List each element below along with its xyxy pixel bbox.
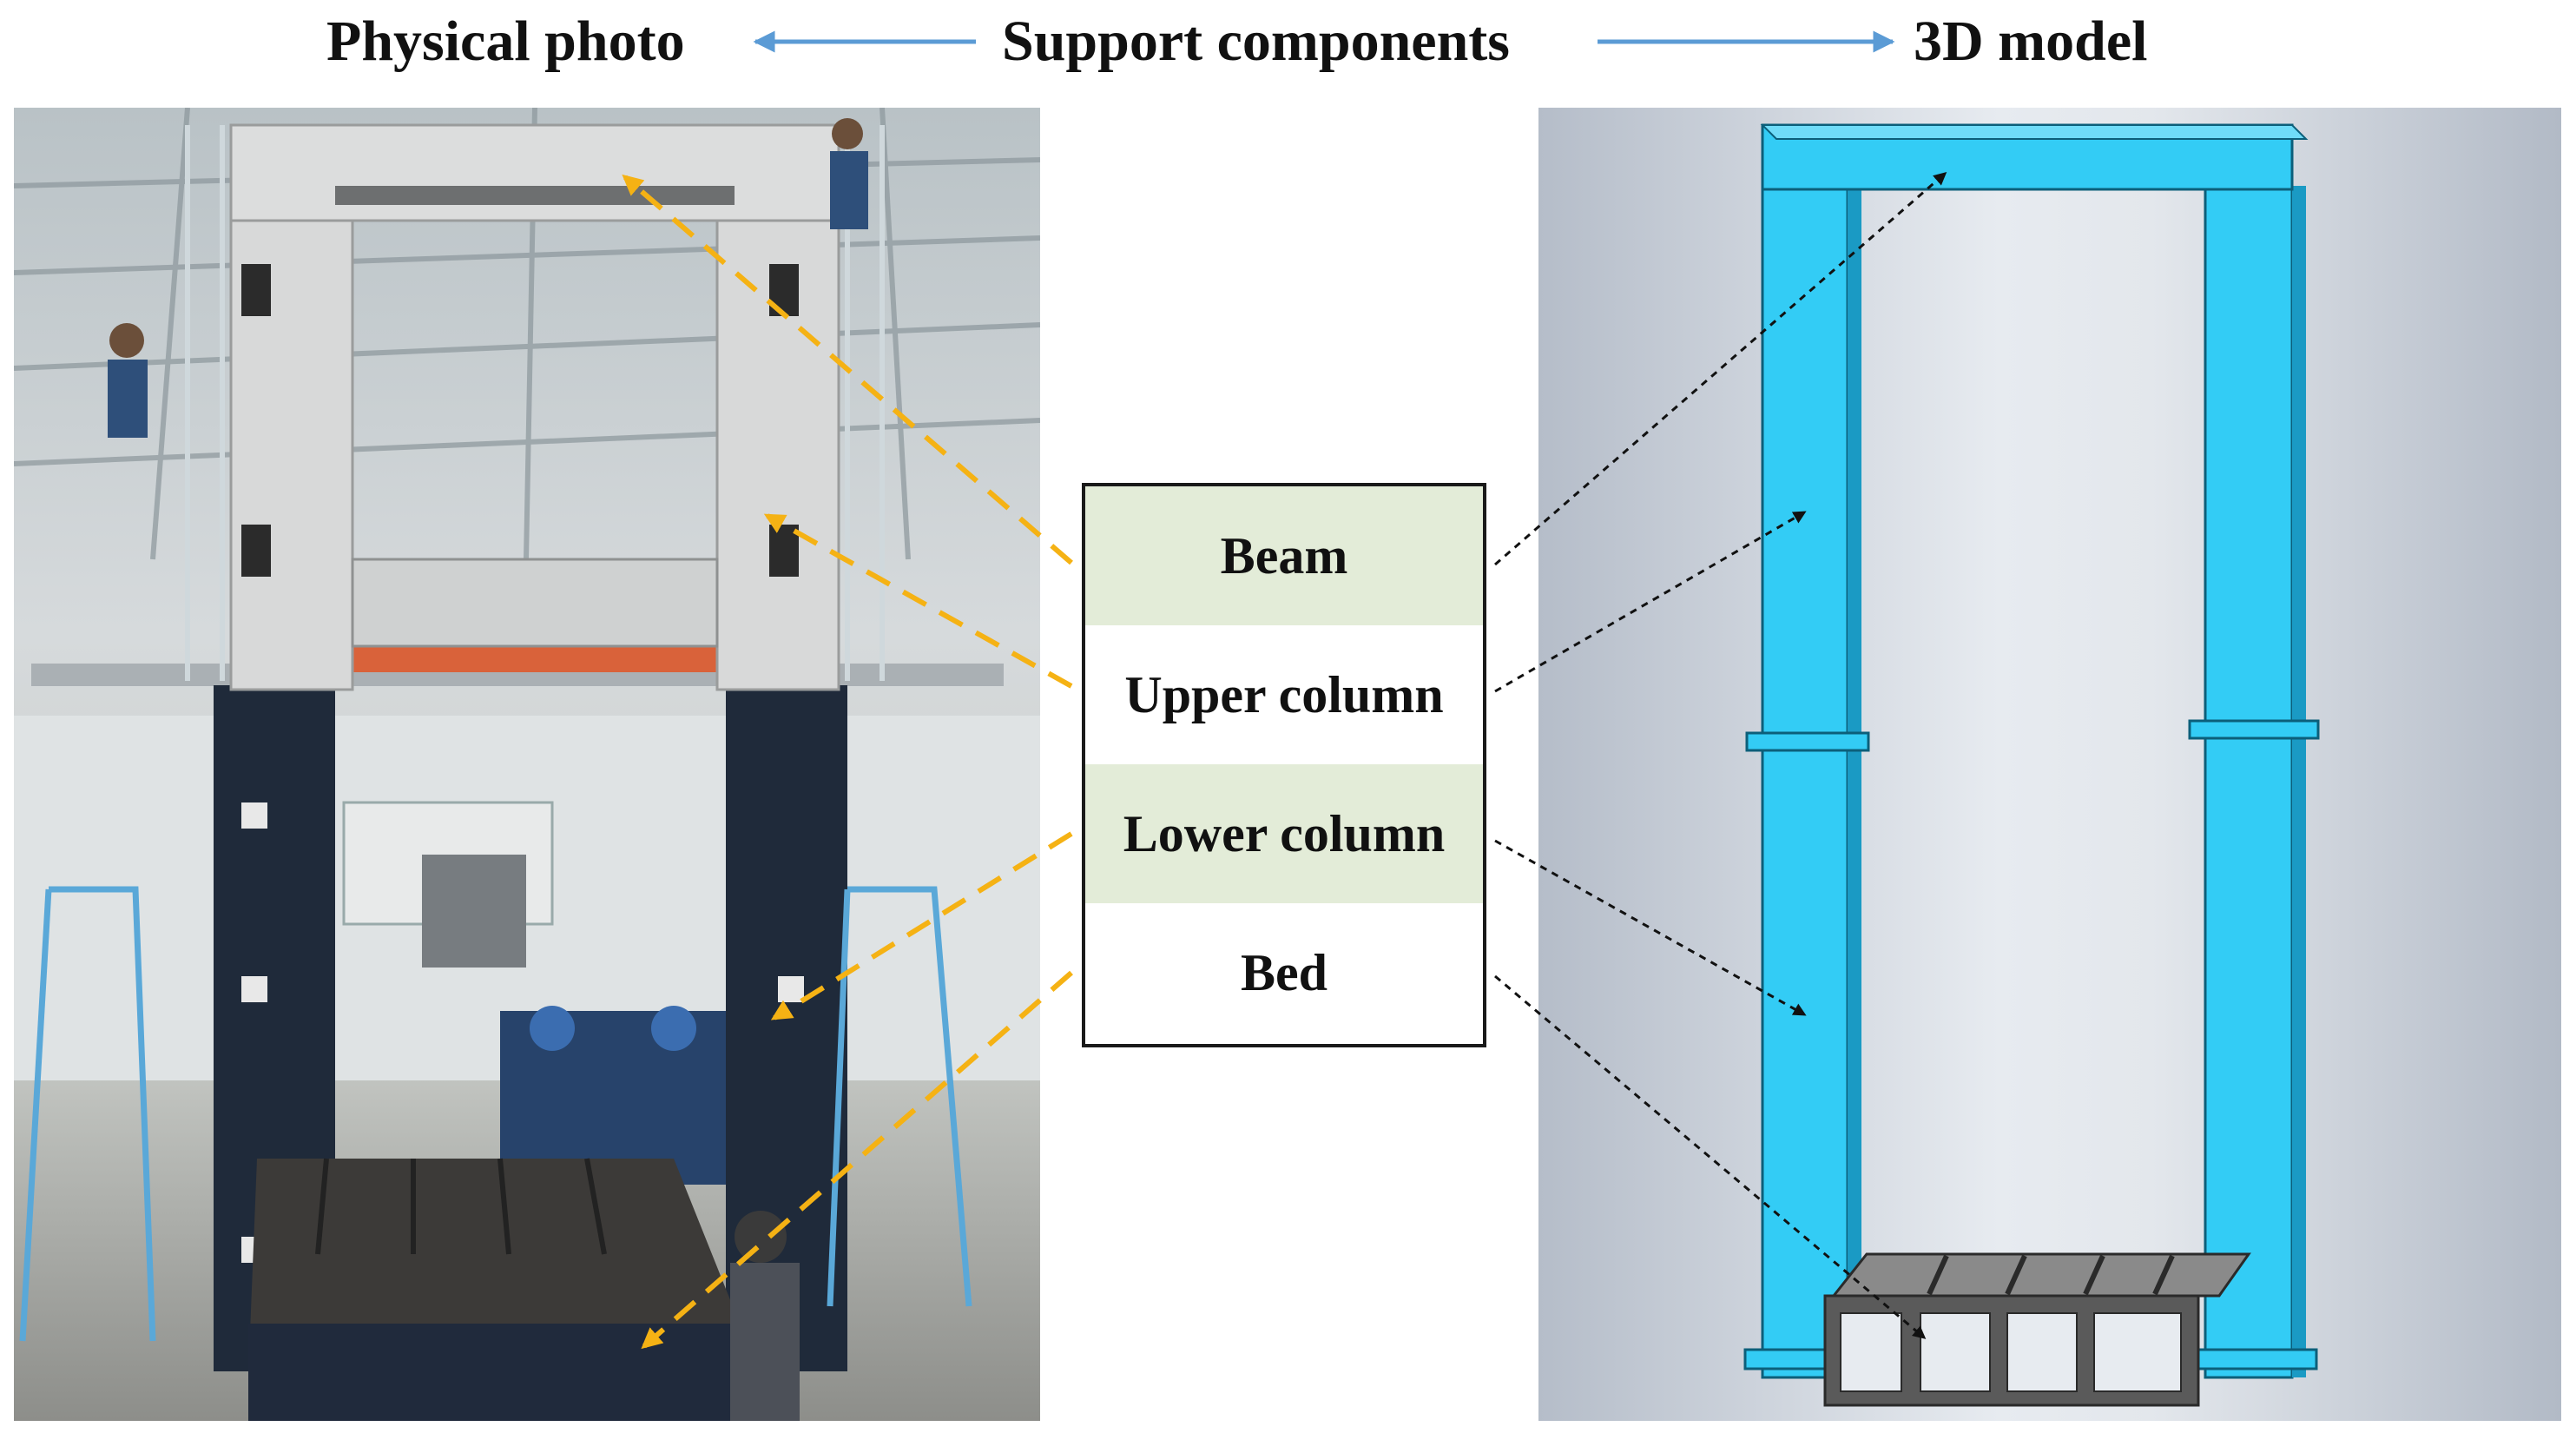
3d-model-title: 3D model	[1914, 10, 2148, 73]
support-components-legend: Beam Upper column Lower column Bed	[1082, 483, 1486, 1047]
legend-item-bed: Bed	[1240, 943, 1328, 1001]
legend-item-upper-column: Upper column	[1124, 665, 1444, 723]
support-components-title: Support components	[1002, 10, 1510, 73]
legend-item-beam: Beam	[1085, 486, 1483, 625]
physical-photo-title: Physical photo	[326, 10, 685, 73]
legend-item-lower-column: Lower column	[1085, 764, 1483, 903]
model-illustration	[1743, 123, 2320, 1407]
photo-illustration	[14, 108, 1040, 1421]
physical-photo	[14, 108, 1040, 1421]
3d-model-render	[1538, 108, 2561, 1421]
